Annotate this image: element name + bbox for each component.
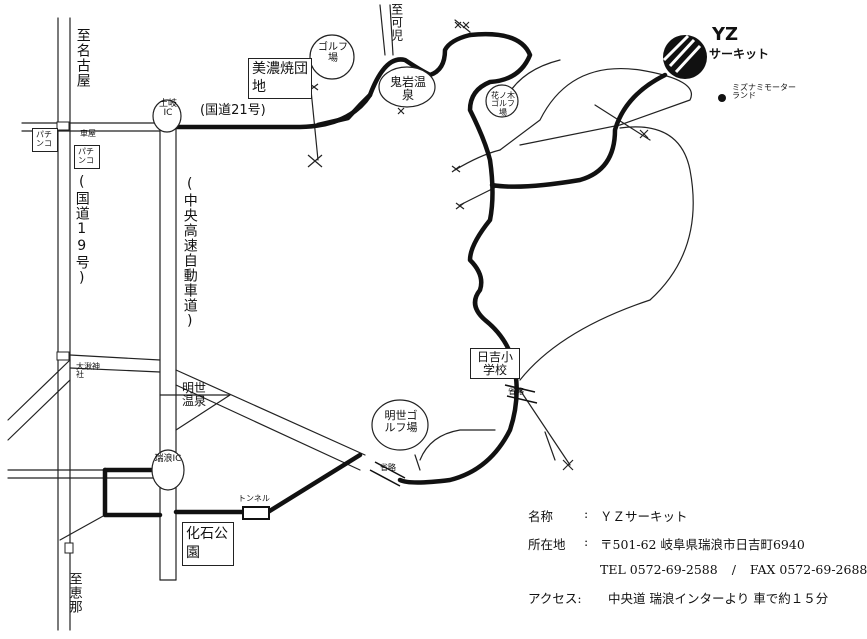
label-akiyo-onsen: 明世温泉 [182,381,207,408]
label-yz-circuit: YZ [712,24,739,45]
label-to-nagoya: 至名古屋 [74,28,91,88]
hananoki-oval [485,84,519,118]
label-shouryaku-2: 省略 [380,463,396,472]
label-chuo-expressway: (中央高速自動車道) [181,176,198,330]
motorland-dot [718,94,726,102]
akiyo-golf-oval [371,399,429,451]
label-to-ena: 至恵那 [66,572,82,614]
label-hiyoshi-school: 日吉小学校 [470,348,520,380]
label-route21: (国道21号) [200,103,266,118]
label-kaseki-park: 化石公園 [182,522,234,566]
mizunami-ic-oval [151,449,185,491]
main-route-ic [173,452,363,515]
info-name-sep: : [584,506,589,521]
info-name-key: 名称 [528,509,554,524]
expressway-road [159,109,177,581]
info-address-key: 所在地 [528,537,566,552]
yz-circuit-mark [662,34,707,79]
label-ohata-shrine: 大湫神社 [76,362,100,380]
info-tel-sep: / [731,562,736,577]
route19-road [57,17,71,631]
label-pachinko-left: パチンコ [32,128,58,152]
label-golf-1: ゴルフ場 [318,42,348,64]
info-address-sep: : [584,534,589,549]
info-address-value: 〒501-62 岐阜県瑞浪市日吉町6940 [600,537,805,552]
label-mizunami-ic: 瑞浪IC [154,454,182,464]
label-to-kani: 至可児 [389,3,404,42]
label-yz-circuit-sub: サーキット [709,47,770,61]
label-toki-ic: 土岐IC [158,99,177,119]
toki-ic-oval [152,99,182,133]
info-access-value: 中央道 瑞浪インターより 車で約１５分 [608,591,829,606]
label-akiyo-golf: 明世ゴルフ場 [384,409,418,434]
label-route19: (国道19号) [73,174,90,287]
label-mizunami-motorland: ミズナミモーターランド [732,83,796,101]
label-oni-iwa-onsen: 鬼岩温泉 [389,75,426,102]
label-hananoki-golf: 花ノ木ゴルフ場 [491,91,515,117]
label-mino-yaki: 美濃焼団地 [248,58,312,99]
main-route-yz [489,72,668,189]
golf-circle-1 [309,34,355,80]
label-kuruma-ya: 車屋 [80,129,96,138]
main-route-south [397,32,533,485]
oni-iwa-oval [378,66,436,108]
tunnel-mark [242,506,270,520]
label-pachinko-mid: パチンコ [74,145,100,169]
info-name-value: ＹＺサーキット [600,509,688,524]
info-access-key: アクセス: [528,591,582,606]
label-tunnel: トンネル [238,494,270,503]
info-tel: TEL 0572-69-2588 [600,562,718,577]
label-shouryaku-1: 省略 [508,387,524,396]
info-fax: FAX 0572-69-2688 [749,562,867,577]
